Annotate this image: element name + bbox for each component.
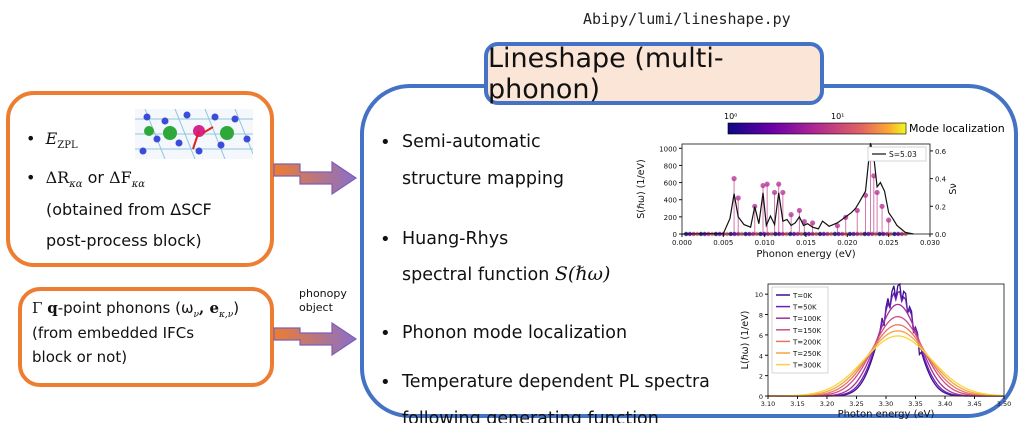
- arrow-1: [273, 160, 358, 196]
- y-tick-label-2: 400: [664, 197, 677, 205]
- phonons-line-2: (from embedded IFCs: [32, 324, 195, 342]
- stick-point-10: [801, 218, 807, 225]
- input-item-ezpl: • EZPL: [26, 129, 78, 152]
- huang-rhys-chart: 0.000 0.005 0.010 0.015 0.020 0.025 0.030 0 200 4…: [636, 143, 959, 260]
- stick-point-9: [796, 207, 802, 214]
- x-tick-label-1: 3.15: [790, 400, 804, 408]
- x-tick-label-7: 3.45: [967, 400, 981, 408]
- x-axis-label: Phonon energy (eV): [756, 249, 855, 260]
- stick-point-17: [871, 173, 877, 179]
- stick-point-3: [760, 182, 766, 189]
- y-tick-label-2: 4: [759, 352, 763, 360]
- stick-point-4: [764, 181, 770, 187]
- x-tick-label-5: 0.025: [879, 239, 899, 247]
- input-item-note-2: post-process block): [46, 231, 202, 250]
- y-tick-label-5: 1000: [659, 145, 677, 153]
- stick-point-2: [752, 203, 758, 209]
- phonons-line-1: Γ q-point phonons (ων, eκ,ν): [32, 299, 240, 320]
- stick-point-11: [810, 220, 816, 226]
- stick-point-18: [874, 189, 880, 196]
- y-tick-label-4: 800: [664, 162, 677, 170]
- arrow-2: [273, 321, 358, 357]
- pl-line-6: [767, 335, 1005, 397]
- legend-label-1: T=50K: [792, 304, 817, 312]
- input-item-displacements: • ΔRκα or ΔFκα: [26, 168, 146, 191]
- y2-tick-label-1: 0.2: [935, 203, 946, 211]
- x-tick-label-2: 0.010: [755, 239, 775, 247]
- colorbar-gradient: [727, 122, 907, 135]
- mode-localization-colorbar: 10⁰ 10¹ Mode localization: [724, 112, 1005, 135]
- x-tick-label-4: 0.020: [837, 239, 857, 247]
- x-tick-label-5: 3.35: [908, 400, 922, 408]
- source-path: Abipy/lumi/lineshape.py: [583, 10, 791, 28]
- input-item-note-1: (obtained from ΔSCF: [46, 200, 212, 219]
- legend-label: S=5.03: [889, 150, 917, 159]
- x-tick-label-4: 3.30: [879, 400, 893, 408]
- x-tick-label-3: 3.25: [849, 400, 863, 408]
- input-box-phonons: Γ q-point phonons (ων, eκ,ν) (from embed…: [18, 287, 274, 387]
- y-tick-label-0: 0: [759, 393, 763, 401]
- bullet: •: [26, 168, 46, 187]
- y-axis-label: S(ℏω) (1/eV): [636, 159, 647, 218]
- y2-tick-label-3: 0.6: [935, 148, 947, 156]
- stick-point-7: [780, 189, 786, 196]
- y-tick-label-3: 600: [664, 180, 677, 188]
- phonons-line-3: block or not): [32, 348, 128, 366]
- spectral-function-line: [681, 143, 914, 235]
- colorbar-tick-1: 10¹: [831, 112, 844, 121]
- y-tick-label-1: 2: [759, 373, 763, 381]
- legend-label-5: T=250K: [792, 350, 822, 358]
- phonopy-object-label: phonopy object: [299, 287, 347, 314]
- defect-structure-image: [135, 109, 253, 159]
- stick-point-6: [776, 181, 782, 187]
- stick-point-12: [834, 223, 841, 229]
- y2-tick-label-0: 0.0: [935, 231, 946, 239]
- x-axis-label: Photon energy (eV): [838, 409, 935, 420]
- lineshape-title: Lineshape (multi-phonon): [484, 42, 824, 105]
- bullet: •: [26, 129, 46, 148]
- y-tick-label-1: 200: [664, 214, 677, 222]
- stick-point-0: [731, 176, 737, 182]
- x-tick-label-6: 0.030: [920, 239, 940, 247]
- colorbar-label: Mode localization: [909, 122, 1005, 135]
- colorbar-tick-0: 10⁰: [724, 112, 737, 121]
- y-tick-label-0: 0: [673, 231, 677, 239]
- legend-label-6: T=300K: [792, 362, 822, 370]
- x-tick-label-1: 0.005: [713, 239, 733, 247]
- lineshape-panel: [360, 84, 1018, 418]
- y-axis-label: L(ℏω) (1/eV): [740, 311, 751, 370]
- y-tick-label-5: 10: [755, 291, 763, 299]
- legend-label-0: T=0K: [792, 292, 813, 300]
- pl-spectra-chart: 3.10 3.15 3.20 3.25 3.30 3.35 3.40 3.45 3.50 0 2 4 6…: [740, 282, 1011, 420]
- x-tick-label-8: 3.50: [997, 400, 1011, 408]
- stick-point-14: [854, 207, 860, 214]
- stick-point-5: [771, 189, 778, 196]
- legend-box: [867, 146, 927, 162]
- x-tick-label-6: 3.40: [938, 400, 952, 408]
- y2-axis-label: Sν: [948, 183, 959, 194]
- pl-line-5: [767, 330, 1005, 397]
- stick-point-20: [886, 217, 892, 223]
- y-tick-label-3: 6: [759, 332, 763, 340]
- stick-point-8: [788, 212, 794, 218]
- x-tick-label-2: 3.20: [820, 400, 834, 408]
- legend-label-3: T=150K: [792, 327, 822, 335]
- legend-label-2: T=100K: [792, 315, 822, 323]
- x-tick-label-3: 0.015: [796, 239, 816, 247]
- y-tick-label-4: 8: [759, 312, 763, 320]
- stick-point-1: [735, 195, 741, 201]
- y2-tick-label-2: 0.4: [935, 176, 947, 184]
- input-box-defect-data: • EZPL • ΔRκα or ΔFκα (obtained from ΔS: [6, 91, 274, 267]
- x-tick-label-0: 0.000: [672, 239, 692, 247]
- legend-label-4: T=200K: [792, 338, 822, 346]
- x-tick-label-0: 3.10: [761, 400, 775, 408]
- stick-point-19: [879, 203, 885, 209]
